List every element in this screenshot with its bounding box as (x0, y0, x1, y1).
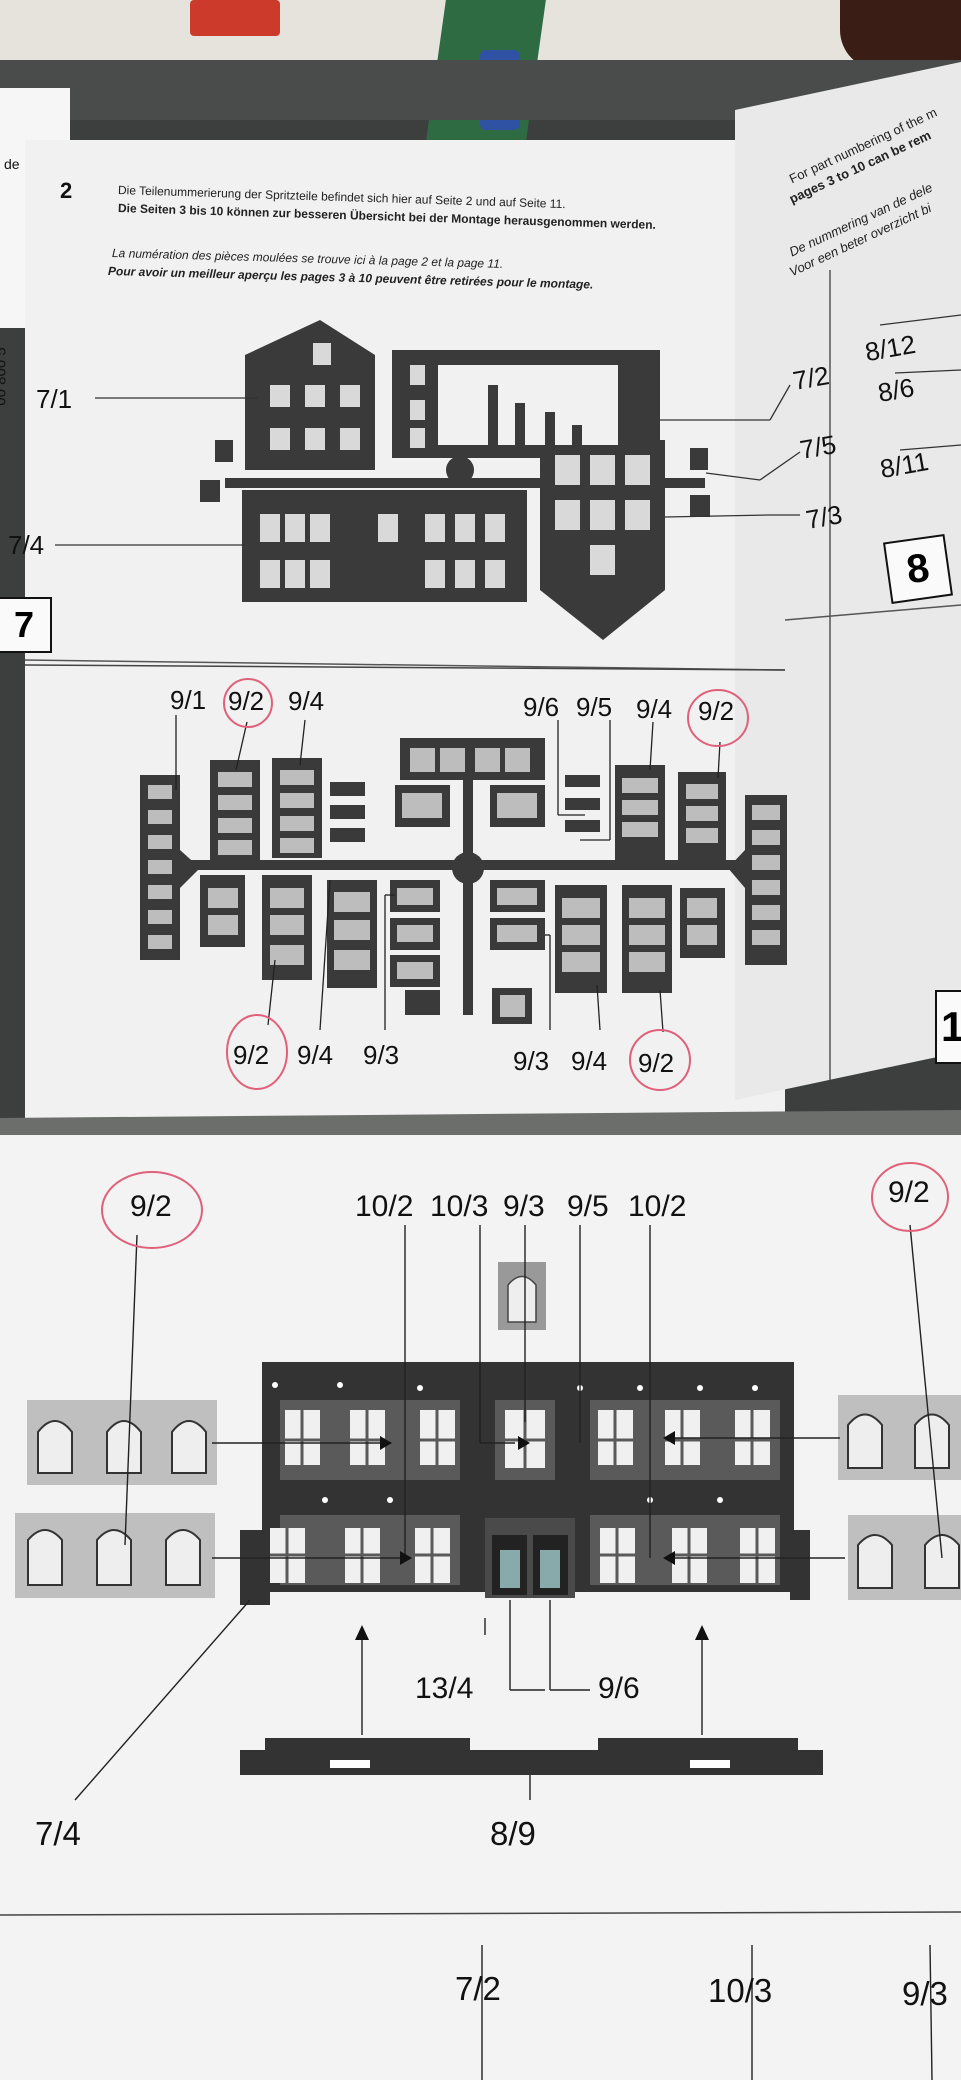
next-label-7-2: 7/2 (455, 1970, 501, 2007)
label-7-2: 7/2 (790, 360, 832, 396)
label-9-3-bottom-right: 9/3 (513, 1046, 550, 1076)
sprue-9-highlight-circles (223, 678, 749, 1091)
page-number: 2 (60, 178, 73, 203)
assembly-highlight-circles (101, 1162, 949, 1249)
label-9-2-bottom-left: 9/2 (233, 1040, 270, 1070)
label-7-4: 7/4 (8, 530, 45, 560)
label-9-2-top-left: 9/2 (228, 686, 265, 716)
sprue-10-number-box: 1 (935, 990, 961, 1064)
assembly-label-7-4: 7/4 (35, 1815, 81, 1852)
label-9-4-top-left: 9/4 (288, 686, 325, 716)
assembly-arrowheads (355, 1431, 709, 1640)
assembly-label-9-3: 9/3 (503, 1190, 545, 1223)
next-label-9-3: 9/3 (902, 1975, 948, 2012)
left-edge-word: de (4, 156, 20, 172)
label-7-5: 7/5 (797, 429, 839, 465)
label-9-2-top-right: 9/2 (698, 696, 735, 726)
assembly-label-10-2-right: 10/2 (628, 1190, 687, 1223)
assembly-side-panels (15, 1395, 961, 1600)
assembly-building (240, 1262, 810, 1605)
assembly-label-9-2-right: 9/2 (888, 1176, 930, 1209)
assembly-label-13-4: 13/4 (415, 1672, 474, 1705)
dark-object (840, 0, 961, 70)
sprue-7-leader-lines (55, 314, 961, 546)
label-9-6-top: 9/6 (523, 692, 560, 722)
sprue-9-leader-lines (175, 715, 721, 1033)
assembly-label-9-2-left: 9/2 (130, 1190, 172, 1223)
assembly-label-10-2-left: 10/2 (355, 1190, 414, 1223)
label-9-1-top: 9/1 (170, 685, 207, 715)
assembly-label-10-3: 10/3 (430, 1190, 489, 1223)
assembly-label-8-9: 8/9 (490, 1815, 536, 1852)
assembly-leader-lines (74, 1224, 943, 2080)
assembly-label-9-5: 9/5 (567, 1190, 609, 1223)
label-7-3: 7/3 (803, 499, 845, 535)
sprue-8-number-box: 8 (882, 533, 954, 605)
label-9-2-bottom-right: 9/2 (638, 1048, 675, 1078)
next-label-10-3: 10/3 (708, 1972, 773, 2009)
label-9-5-top: 9/5 (576, 692, 613, 722)
label-9-4-bottom-left: 9/4 (297, 1040, 334, 1070)
assembly-label-9-6: 9/6 (598, 1672, 640, 1705)
label-9-3-bottom-left: 9/3 (363, 1040, 400, 1070)
label-7-1: 7/1 (36, 384, 73, 414)
label-9-4-bottom-right: 9/4 (571, 1046, 608, 1076)
label-8-6: 8/6 (875, 372, 917, 408)
red-connector (190, 0, 280, 36)
label-9-4-top-right: 9/4 (636, 694, 673, 724)
sprue-7-number-box: 7 (0, 597, 52, 653)
